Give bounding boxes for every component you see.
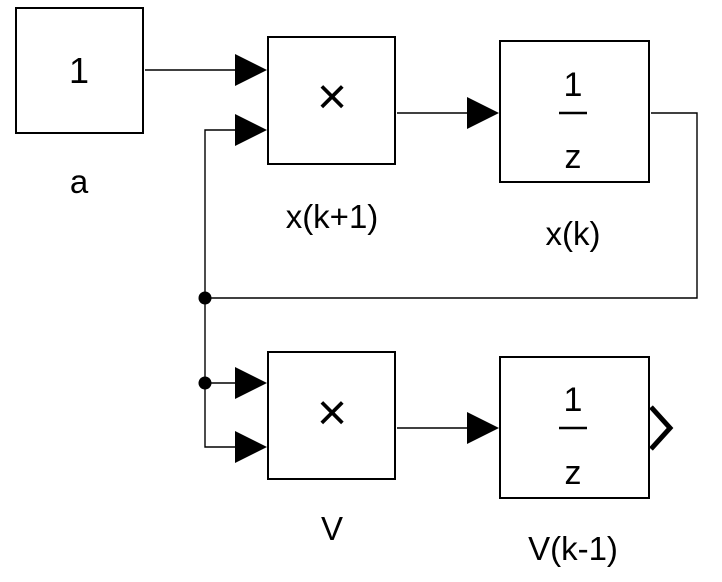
wire-feedback-to-product-top (204, 129, 240, 298)
delay-top-label: x(k) (546, 215, 601, 252)
product-top-label: x(k+1) (286, 198, 379, 235)
wire-to-product-bottom-input-2 (204, 383, 240, 448)
junction-dot-feedback (198, 291, 212, 305)
product-block-bottom[interactable]: × (267, 351, 396, 480)
product-bottom-label: V (321, 510, 343, 547)
arrowhead-product-top-in1 (235, 54, 267, 86)
product-block-top[interactable]: × (267, 36, 396, 165)
delay-bottom-numerator: 1 (564, 381, 583, 419)
unit-delay-block-top[interactable]: 1 z (499, 40, 650, 183)
delay-bottom-label: V(k-1) (528, 530, 618, 567)
arrowhead-product-bottom-in1 (235, 367, 267, 399)
delay-top-denominator: z (565, 138, 582, 176)
arrowhead-delay-top-in (467, 97, 499, 129)
delay-bottom-denominator: z (565, 454, 582, 492)
wire-delay-top-feedback (205, 112, 698, 299)
arrowhead-product-top-in2 (235, 114, 267, 146)
constant-label: a (70, 163, 89, 200)
product-bottom-symbol: × (317, 384, 347, 442)
product-top-symbol: × (317, 68, 347, 126)
constant-value: 1 (69, 50, 89, 91)
junction-dot-bottom-split (198, 376, 212, 390)
arrowhead-product-bottom-in2 (235, 431, 267, 463)
delay-top-numerator: 1 (564, 66, 583, 104)
constant-block[interactable]: 1 (15, 7, 144, 134)
unconnected-output-port-icon (649, 405, 674, 451)
unit-delay-block-bottom[interactable]: 1 z (499, 356, 650, 499)
arrowhead-delay-bottom-in (467, 412, 499, 444)
